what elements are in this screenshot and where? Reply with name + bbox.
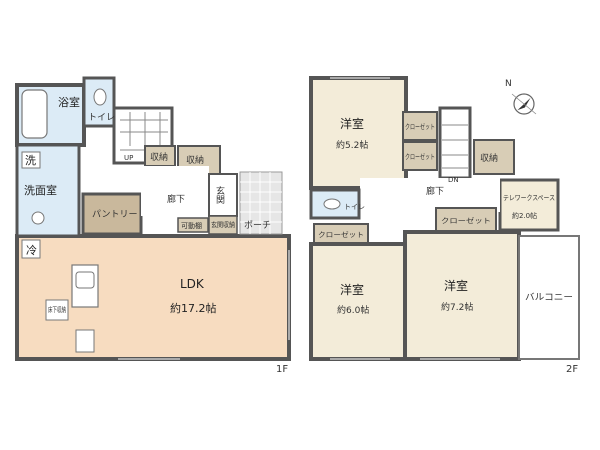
movable-shelf-label: 可動棚	[181, 221, 202, 230]
kitchen-sink-icon	[75, 271, 95, 289]
room1-western	[309, 76, 408, 190]
closet2	[402, 141, 438, 171]
stairs-2f	[438, 106, 472, 180]
balcony	[518, 235, 580, 360]
bathtub	[21, 89, 48, 139]
fridge-box	[21, 239, 41, 259]
ldk-size-label: 約17.2帖	[170, 301, 217, 315]
stove-icon	[75, 329, 95, 353]
telework-size-label: 約2.0帖	[512, 211, 537, 220]
second-floor-plan	[309, 76, 580, 361]
balcony-label: バルコニー	[525, 292, 573, 303]
telework-label: テレワークスペース	[503, 194, 555, 202]
entrance-label: 玄関	[214, 185, 225, 205]
closet1	[402, 111, 438, 141]
hallway-1f	[141, 166, 209, 216]
underfloor-storage-label: 床下収納	[48, 305, 66, 314]
movable-shelf	[177, 217, 209, 233]
underfloor-storage-box	[45, 299, 69, 321]
room3-western	[403, 230, 521, 361]
wash-mark-box	[21, 151, 41, 169]
closet1-label: クローゼット	[405, 122, 435, 131]
room3-size-label: 約7.2帖	[441, 301, 473, 313]
storage-1f-b-label: 収納	[186, 154, 204, 166]
closet3-label: クローゼット	[318, 230, 364, 239]
storage-2f	[473, 139, 515, 175]
hallway-2f-label: 廊下	[426, 185, 444, 197]
wash-mark-label: 洗	[25, 154, 36, 167]
closet4-label: クローゼット	[441, 216, 491, 225]
storage-1f-a-label: 収納	[150, 151, 168, 163]
down-label: DN	[448, 176, 459, 184]
toilet-fixture-icon	[93, 88, 107, 106]
entrance-storage-label: 玄関収納	[211, 220, 235, 229]
first-floor-plan	[15, 76, 291, 361]
toilet-2f-fixture-icon	[323, 198, 341, 210]
room2-western	[309, 242, 407, 361]
room1-name-label: 洋室	[340, 116, 364, 131]
toilet-2f-label: トイレ	[344, 203, 365, 211]
entrance	[208, 173, 238, 217]
telework-space	[498, 178, 560, 232]
washroom-label: 洗面室	[24, 183, 57, 197]
floor-label-2f: 2F	[566, 364, 578, 375]
pantry-label: パントリー	[92, 209, 137, 220]
toilet-1f-label: トイレ	[88, 113, 115, 123]
room2-size-label: 約6.0帖	[337, 304, 369, 316]
closet2-label: クローゼット	[405, 152, 435, 161]
floor-label-1f: 1F	[276, 364, 288, 375]
up-label: UP	[124, 154, 133, 162]
compass-icon	[511, 93, 537, 115]
room3-name-label: 洋室	[444, 278, 468, 293]
entrance-storage-box	[208, 215, 238, 235]
closet4	[435, 207, 497, 233]
bath-label: 浴室	[58, 95, 80, 109]
ldk-room	[15, 234, 291, 361]
hallway-1f-label: 廊下	[167, 193, 185, 205]
hallway-2f	[360, 178, 500, 212]
washing-machine-icon	[31, 211, 45, 225]
fridge-label: 冷	[26, 244, 37, 257]
room2-name-label: 洋室	[340, 282, 364, 297]
storage-2f-label: 収納	[480, 152, 498, 164]
compass-north-label: N	[505, 79, 512, 89]
ldk-name-label: LDK	[180, 277, 205, 291]
room1-size-label: 約5.2帖	[336, 139, 368, 151]
porch-label: ポーチ	[244, 220, 271, 231]
